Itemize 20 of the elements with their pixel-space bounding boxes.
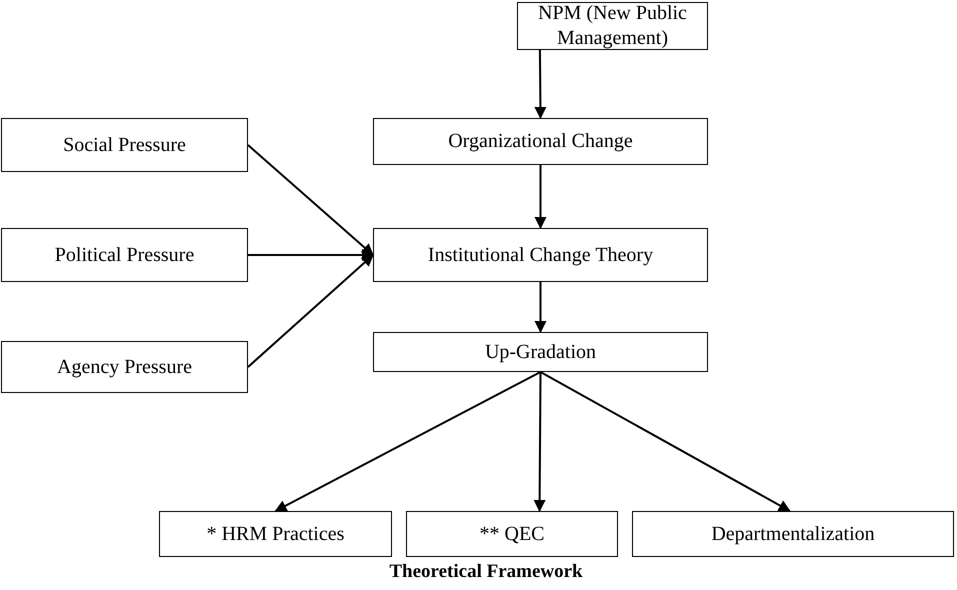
process-box: Social Pressure — [1, 118, 248, 172]
process-box: ** QEC — [406, 511, 618, 557]
arrow — [534, 372, 546, 512]
process-box: Departmentalization — [632, 511, 954, 557]
arrow — [247, 254, 374, 368]
process-box: * HRM Practices — [159, 511, 392, 557]
process-box: Institutional Change Theory — [373, 228, 708, 282]
arrow — [540, 371, 791, 512]
arrow — [247, 144, 374, 256]
arrow — [534, 165, 546, 229]
diagram-title: Theoretical Framework — [388, 560, 584, 584]
process-box: Agency Pressure — [1, 341, 248, 393]
process-box: Organizational Change — [373, 118, 708, 165]
arrow — [534, 282, 546, 333]
process-box: NPM (New Public Management) — [517, 2, 708, 50]
process-box: Up-Gradation — [373, 332, 708, 372]
arrow — [248, 249, 374, 261]
arrow — [274, 371, 541, 512]
arrow — [534, 50, 546, 119]
process-box: Political Pressure — [1, 228, 248, 282]
